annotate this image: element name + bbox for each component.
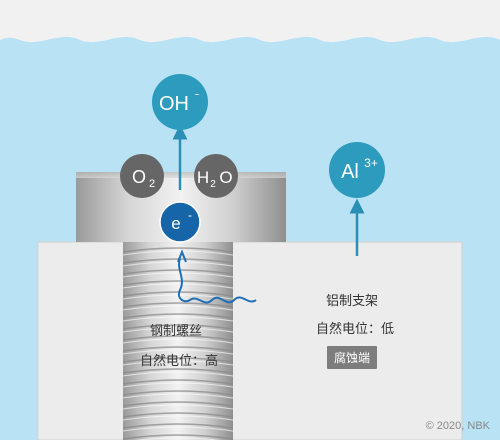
thread-line [122,434,234,440]
thread-line [122,346,234,352]
electron-wavy-path [178,257,257,304]
oxygen-subscript: 2 [149,178,155,190]
thread-highlight [122,382,234,388]
bracket-potential-label: 自然电位：低 [316,322,395,337]
electron-charge: - [188,208,192,222]
thread-line [122,390,234,396]
electron: e - [159,201,201,243]
corrosion-end-badge: 腐蚀端 [327,346,378,369]
thread-highlight [122,283,234,289]
thread-highlight [134,437,222,440]
thread-line [122,379,234,385]
thread-highlight [122,426,234,432]
thread-line [122,291,234,297]
thread-highlight [122,272,234,278]
thread-line [122,247,234,253]
thread-line [122,401,234,407]
thread-highlight [122,250,234,256]
thread-highlight [122,338,234,344]
thread-line [122,280,234,286]
aluminum-ion: Al 3+ [329,142,385,198]
thread-highlight [122,404,234,410]
thread-line [122,313,234,319]
water-symbol-o: O [219,168,232,187]
thread-line [122,368,234,374]
thread-highlight [122,327,234,333]
aluminum-bracket [37,241,463,440]
thread-highlight [122,349,234,355]
electron-symbol: e [171,214,180,233]
bolt-name-label: 钢制螺丝 [150,324,203,339]
hydroxide-charge: - [195,86,199,101]
bracket-name-label: 铝制支架 [326,294,379,309]
oxygen-molecule: O 2 [120,154,164,198]
hydroxide-ion: OH - [152,74,208,130]
water-subscript: 2 [210,179,216,190]
sky-region [0,0,500,43]
hydroxide-symbol: OH [159,93,189,115]
thread-highlight [122,360,234,366]
bolt-potential-label: 自然电位：高 [140,354,219,369]
thread-line [122,302,234,308]
water-symbol-h: H [197,168,209,187]
oxygen-symbol: O [132,167,146,187]
thread-line [122,269,234,275]
thread-highlight [122,371,234,377]
thread-line [122,258,234,264]
thread-line [122,357,234,363]
thread-line [122,335,234,341]
thread-highlight [122,415,234,421]
thread-line [122,324,234,330]
thread-line [122,412,234,418]
water-molecule: H 2 O [194,154,238,198]
thread-highlight [122,316,234,322]
copyright-notice: © 2020, NBK [425,420,490,432]
thread-highlight [122,261,234,267]
thread-line [122,423,234,429]
aluminum-charge: 3+ [364,156,378,170]
thread-highlight [122,305,234,311]
aluminum-symbol: Al [341,161,359,183]
thread-highlight [122,393,234,399]
bolt-threads [122,247,234,440]
